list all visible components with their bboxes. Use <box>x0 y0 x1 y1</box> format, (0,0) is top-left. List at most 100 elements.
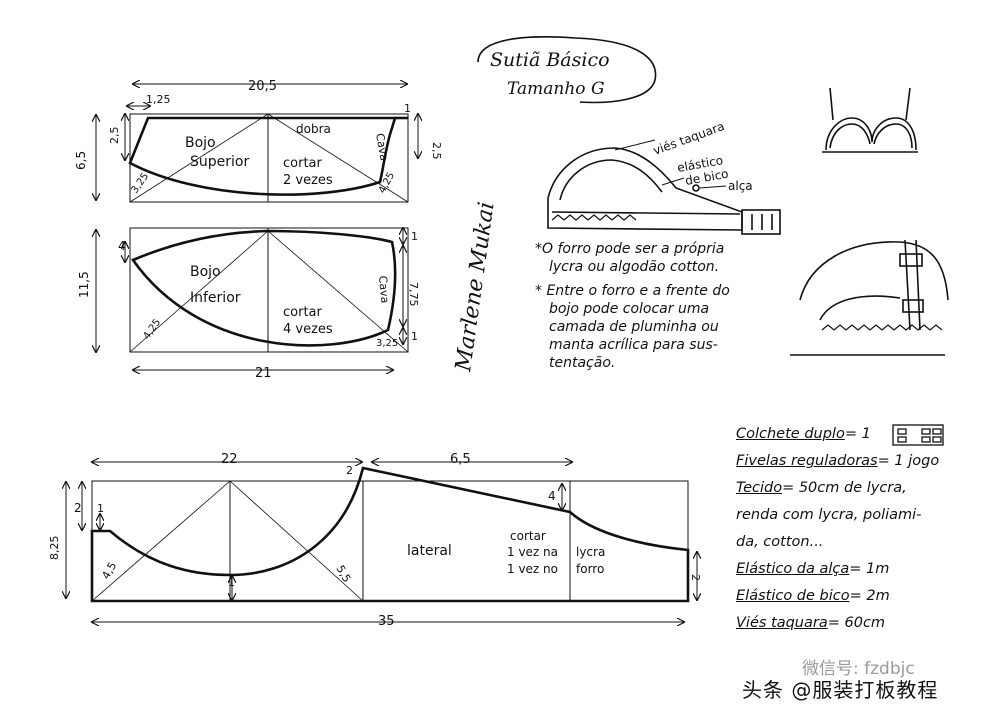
material-label: Fivelas reguladoras <box>736 453 878 469</box>
bojo-inf-m-l: 4 <box>118 239 126 253</box>
material-row: Elástico da alça= 1m <box>736 560 986 579</box>
lower-cut3: 1 vez no <box>507 562 558 576</box>
material-label: Viés taquara <box>736 615 828 631</box>
material-row: Colchete duplo= 1 <box>736 425 986 444</box>
lower-cut1: cortar <box>510 529 546 543</box>
watermark-light: 微信号: fzdbjc <box>802 659 915 679</box>
bra-illustration-side <box>547 139 781 235</box>
bojo-superior-diag-left <box>129 113 269 203</box>
lower-height: 8,25 <box>48 536 61 561</box>
bojo-sup-m-tl: 1,25 <box>146 93 171 106</box>
label-alca: alça <box>728 179 753 193</box>
bojo-sup-cut2: 2 vezes <box>283 173 333 188</box>
bojo-inf-center: Cava <box>376 275 391 304</box>
bojo-inf-label-top: Bojo <box>190 264 221 280</box>
material-row: Fivelas reguladoras= 1 jogo <box>736 452 986 471</box>
material-value: = 1m <box>849 561 890 577</box>
watermark-main: 头条 @服装打板教程 <box>742 678 939 702</box>
material-row: Tecido= 50cm de lycra, <box>736 479 986 498</box>
note-2-line1: * Entre o forro e a frente do <box>535 283 730 299</box>
bojo-inf-cut2: 4 vezes <box>283 322 333 337</box>
bojo-superior-box <box>129 113 409 203</box>
material-value: renda com lycra, poliami- <box>736 507 922 523</box>
bojo-inferior-piece <box>96 227 409 370</box>
lower-cut-forro: forro <box>576 562 604 576</box>
bojo-sup-label-bottom: Superior <box>190 154 249 170</box>
bojo-sup-m-l: 2,5 <box>108 127 121 145</box>
bojo-sup-m-tr: 1 <box>404 102 411 115</box>
lower-m-2c: 2 <box>689 574 702 581</box>
lower-cut-lycra: lycra <box>576 545 605 559</box>
lower-m-4: 4 <box>548 489 556 503</box>
lateral-box <box>91 480 689 602</box>
bojo-sup-m-br: 4,25 <box>377 171 397 196</box>
lower-m-1a: 1 <box>97 502 104 515</box>
bojo-inf-width: 21 <box>255 366 272 381</box>
bojo-inf-m-r: 7,75 <box>407 282 420 307</box>
note-2: * Entre o forro e a frente do bojo pode … <box>535 282 785 372</box>
lower-m-55: 5,5 <box>333 563 353 585</box>
bojo-sup-height: 6,5 <box>74 151 88 170</box>
bojo-inf-m-bbr: 3,25 <box>376 338 398 349</box>
material-value: = 1 jogo <box>877 453 940 469</box>
lower-width-left: 22 <box>221 452 238 467</box>
note-1: *O forro pode ser a própria lycra ou alg… <box>535 240 775 276</box>
bojo-inf-label-bottom: Inferior <box>190 290 241 306</box>
note-2-line2: bojo pode colocar uma <box>549 301 710 317</box>
material-label: Tecido <box>736 480 783 496</box>
lower-width-right: 6,5 <box>450 452 471 467</box>
note-2-line4: manta acrílica para sus- <box>549 337 718 353</box>
bojo-inf-cut1: cortar <box>283 305 323 320</box>
lower-m-1b: 1 <box>228 576 235 589</box>
note-1-line2: lycra ou algodão cotton. <box>549 259 720 275</box>
note-2-line3: camada de pluminha ou <box>549 319 719 335</box>
material-label: Elástico de bico <box>736 588 850 604</box>
materials-list: Colchete duplo= 1 Fivelas reguladoras= 1… <box>736 425 986 641</box>
label-vies: viés taquara <box>651 119 726 158</box>
title-swirl <box>477 36 657 104</box>
material-value: = 50cm de lycra, <box>782 480 907 496</box>
lateral-piece <box>66 462 697 622</box>
bojo-inferior-outline <box>131 229 397 347</box>
bra-illustration-back <box>790 239 949 356</box>
colchete-icon <box>892 424 944 446</box>
material-value: = 2m <box>849 588 890 604</box>
material-label: Elástico da alça <box>736 561 850 577</box>
lower-total-width: 35 <box>378 614 395 629</box>
bojo-sup-fold: dobra <box>296 122 331 136</box>
material-label: Colchete duplo <box>736 426 845 442</box>
bra-illustration-front <box>822 87 918 153</box>
bojo-inf-m-tr: 1 <box>411 230 418 243</box>
bojo-sup-cut1: cortar <box>283 156 323 171</box>
bojo-sup-m-r: 2,5 <box>430 142 443 160</box>
lower-cut2: 1 vez na <box>507 545 558 559</box>
bojo-inf-height: 11,5 <box>77 271 91 298</box>
material-row: Viés taquara= 60cm <box>736 614 986 633</box>
signature: Marlene Mukai <box>451 200 500 373</box>
lateral-outline <box>90 466 690 603</box>
bojo-inf-m-br: 1 <box>411 330 418 343</box>
material-value: da, cotton... <box>736 534 824 550</box>
material-value: = 1 <box>844 426 871 442</box>
note-2-line5: tentação. <box>549 355 616 371</box>
bojo-sup-label-top: Bojo <box>185 135 216 151</box>
material-row: da, cotton... <box>736 533 986 552</box>
material-row: renda com lycra, poliami- <box>736 506 986 525</box>
bojo-inf-m-bl: 4,25 <box>141 317 163 342</box>
material-value: = 60cm <box>827 615 886 631</box>
title-line2: Tamanho G <box>507 79 605 99</box>
note-1-line1: *O forro pode ser a própria <box>535 241 725 257</box>
bojo-sup-width-label: 20,5 <box>248 79 277 94</box>
lower-m-2a: 2 <box>74 501 82 515</box>
bojo-sup-center: Cava <box>373 132 391 162</box>
bojo-superior-outline <box>128 116 397 196</box>
bojo-sup-m-bl: 3,25 <box>129 171 151 196</box>
bojo-inferior-box <box>129 227 409 353</box>
lower-m-2b: 2 <box>346 464 353 477</box>
lower-lateral: lateral <box>407 543 452 559</box>
lower-m-45: 4,5 <box>99 560 119 582</box>
bojo-superior-diag-right <box>267 113 409 203</box>
title-line1: Sutiã Básico <box>490 49 610 71</box>
